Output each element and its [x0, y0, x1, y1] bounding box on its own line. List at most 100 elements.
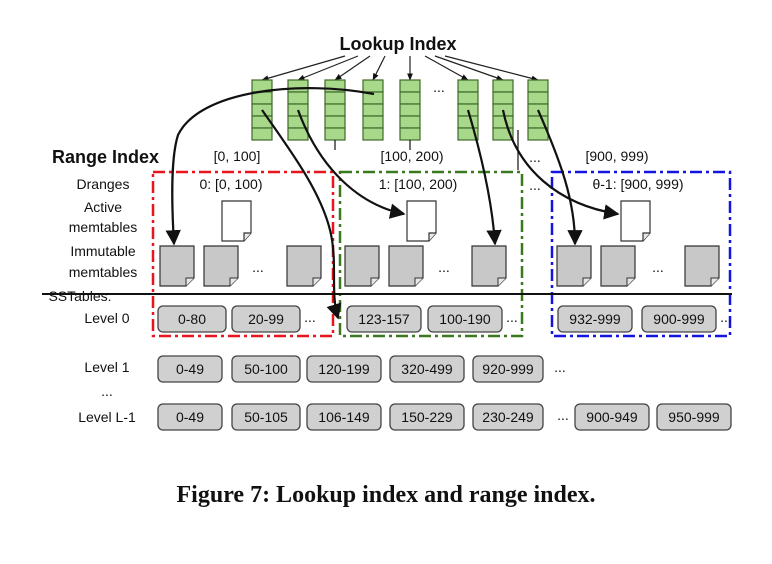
- row-label-dranges: Dranges: [77, 176, 130, 192]
- arrow-bucket-to-immutable-1: [466, 109, 502, 246]
- sstable-box: [346, 305, 422, 333]
- level1-sstable: 320-499: [389, 355, 465, 383]
- level0-sstable: 123-157: [346, 305, 422, 333]
- sstable-ellipsis: ...: [506, 309, 518, 325]
- sstable-box: [427, 305, 503, 333]
- level1-sstable: 120-199: [306, 355, 382, 383]
- lookup-bucket-cell: [527, 79, 549, 93]
- levelL-sstable: 950-999: [656, 403, 732, 431]
- active-memtables: [221, 200, 651, 242]
- drange-0: 0: [0, 100): [199, 176, 262, 192]
- levelL-sstable: 150-229: [389, 403, 465, 431]
- levelL-sstable: 50-105: [231, 403, 301, 431]
- sstable-box: [231, 403, 301, 431]
- levelL-sstable: 0-49: [157, 403, 223, 431]
- sstable-label: 900-999: [653, 311, 705, 327]
- row-label-immutable-1: Immutable: [70, 243, 136, 259]
- arrow-bucket-to-immutable-0: [165, 87, 375, 246]
- lookup-bucket: [492, 79, 514, 141]
- immutable-memtable-fold: [497, 277, 506, 286]
- range-box-1: [338, 170, 524, 338]
- sstable-label: 920-999: [482, 361, 534, 377]
- row-label-level1: Level 1: [84, 359, 129, 375]
- lookup-bucket-cell: [287, 79, 309, 93]
- lookup-arrows: [165, 87, 620, 320]
- sstable-box: [472, 403, 544, 431]
- lookup-bucket-cell: [492, 91, 514, 105]
- drange-1: 1: [100, 200): [379, 176, 458, 192]
- lookup-bucket-cell: [251, 91, 273, 105]
- sstable-box: [157, 305, 227, 333]
- sstable-label: 50-100: [244, 361, 288, 377]
- sstable-box: [389, 403, 465, 431]
- sstable-box: [231, 355, 301, 383]
- lookup-bucket-cell: [251, 127, 273, 141]
- lookup-bucket-cell: [457, 91, 479, 105]
- levelL-sstable: 230-249: [472, 403, 544, 431]
- lookup-bucket-cell: [324, 103, 346, 117]
- range-index-title: Range Index: [52, 147, 159, 167]
- range-label-2: [900, 999): [585, 148, 648, 164]
- row-label-immutable-2: memtables: [69, 264, 137, 280]
- lookup-bucket-cell: [362, 115, 384, 129]
- lookup-bucket-cell: [324, 91, 346, 105]
- sstable-label: 106-149: [318, 409, 370, 425]
- level0-sstable: 900-999: [641, 305, 717, 333]
- active-memtable-fold-1: [428, 232, 436, 241]
- range-label-0: [0, 100]: [214, 148, 261, 164]
- sstable-box: [157, 355, 223, 383]
- sstable-label: 150-229: [401, 409, 453, 425]
- sstable-box: [231, 305, 301, 333]
- sstable-ellipsis: ...: [304, 309, 316, 325]
- lookup-ellipsis: ...: [433, 79, 445, 95]
- level0-sstable: 0-80: [157, 305, 227, 333]
- level1-sstable: 920-999: [472, 355, 544, 383]
- active-memtable-fold-2: [642, 232, 650, 241]
- sstable-ellipsis: ...: [554, 359, 566, 375]
- lookup-bucket: [399, 79, 421, 141]
- immutable-ellipsis-2: ...: [652, 259, 664, 275]
- lookup-bucket-cell: [492, 115, 514, 129]
- lookup-fanout-lines: [261, 55, 539, 82]
- range-ellipsis-top: ...: [529, 149, 541, 165]
- immutable-memtable-fold: [229, 277, 238, 286]
- lookup-bucket-cell: [324, 127, 346, 141]
- lookup-bucket-cell: [362, 79, 384, 93]
- immutable-memtable-fold: [710, 277, 719, 286]
- sstable-box: [574, 403, 650, 431]
- figure-caption: Figure 7: Lookup index and range index.: [176, 482, 596, 508]
- sstable-label: 932-999: [569, 311, 621, 327]
- arrow-bucket-to-active-2: [501, 109, 620, 220]
- immutable-memtable-fold: [582, 277, 591, 286]
- levelL-sstable: 106-149: [306, 403, 382, 431]
- sstable-label: 900-949: [586, 409, 638, 425]
- lookup-range-index-diagram: Lookup Index ... ... Range Index [0, 100…: [42, 34, 732, 431]
- level0-sstable: 100-190: [427, 305, 503, 333]
- sstable-label: 320-499: [401, 361, 453, 377]
- sstable-label: 0-49: [176, 409, 204, 425]
- drange-2: θ-1: [900, 999): [592, 176, 683, 192]
- lookup-bucket-cell: [399, 127, 421, 141]
- sstable-box: [306, 403, 382, 431]
- sstable-label: 0-80: [178, 311, 206, 327]
- sstable-label: 50-105: [244, 409, 288, 425]
- row-label-level0: Level 0: [84, 310, 129, 326]
- immutable-memtable-fold: [185, 277, 194, 286]
- sstable-ellipsis: ...: [557, 407, 569, 423]
- sstable-ellipsis: ...: [720, 309, 732, 325]
- immutable-memtable-fold: [370, 277, 379, 286]
- lookup-bucket-cell: [492, 79, 514, 93]
- sstable-box: [157, 403, 223, 431]
- row-label-sstables: SSTables:: [48, 288, 111, 304]
- sstable-label: 950-999: [668, 409, 720, 425]
- sstable-label: 0-49: [176, 361, 204, 377]
- lookup-bucket-cell: [399, 91, 421, 105]
- sstable-box: [389, 355, 465, 383]
- range-label-1: [100, 200): [380, 148, 443, 164]
- lookup-bucket-cell: [527, 91, 549, 105]
- lookup-bucket-cell: [287, 91, 309, 105]
- lookup-bucket-cell: [457, 115, 479, 129]
- sstable-box: [306, 355, 382, 383]
